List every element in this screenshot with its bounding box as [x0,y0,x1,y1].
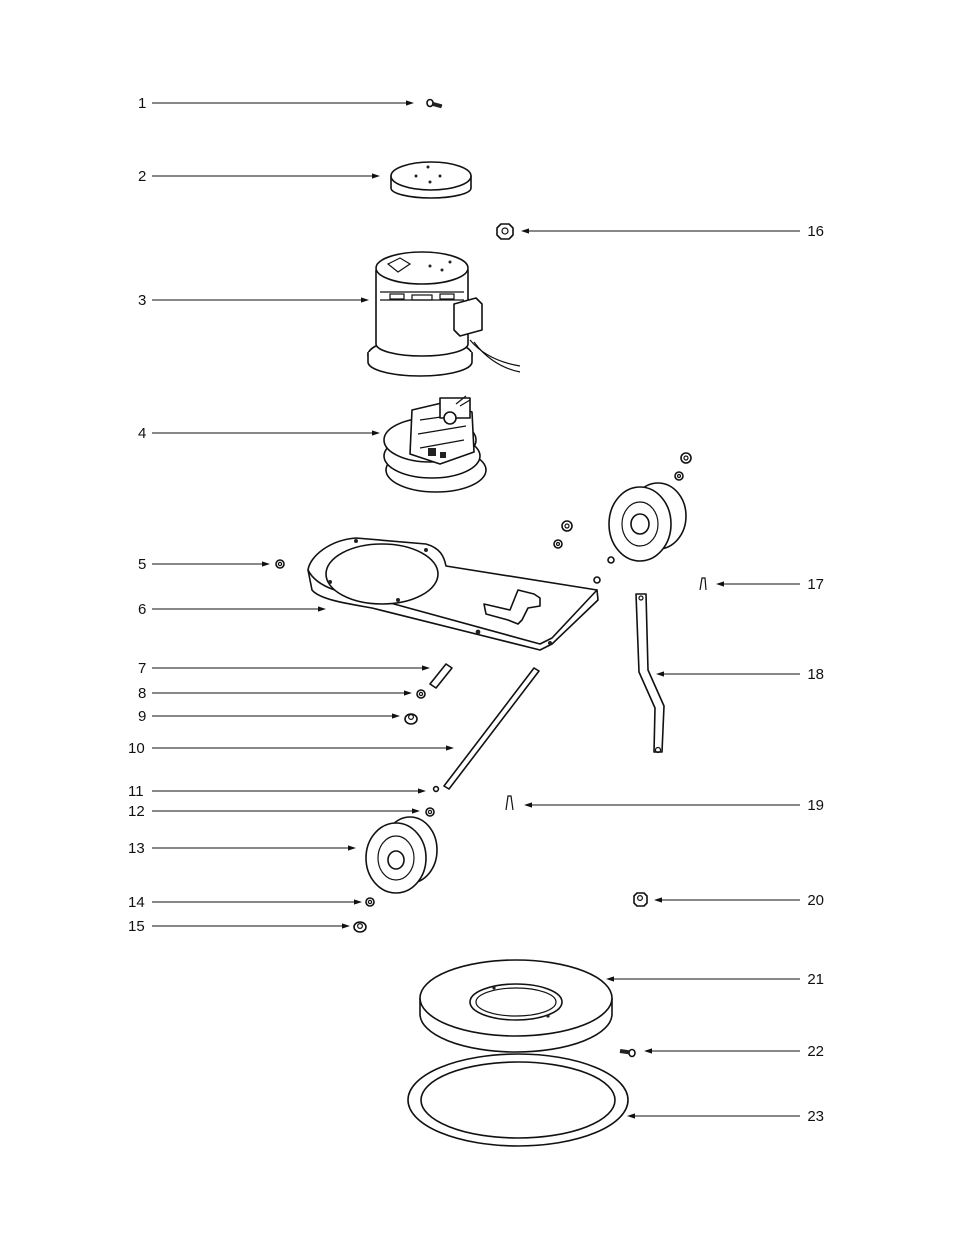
callout-label-17: 17 [807,576,824,593]
part-3-motor-housing [368,252,520,376]
callout-label-20: 20 [807,892,824,909]
leader-arrowhead-10 [446,745,454,750]
callout-label-3: 3 [138,292,146,309]
leader-arrowhead-20 [654,897,662,902]
leader-arrowhead-21 [606,976,614,981]
leader-arrowhead-23 [627,1113,635,1118]
leader-arrowhead-22 [644,1048,652,1053]
callout-label-10: 10 [128,740,145,757]
leader-arrowhead-19 [524,802,532,807]
callout-5: 5 [138,556,270,573]
callout-23: 23 [627,1108,824,1125]
part-21-ring-housing [420,960,612,1052]
callout-label-19: 19 [807,797,824,814]
callout-20: 20 [654,892,824,909]
part-1-screw [427,100,442,109]
upper-pulley-assembly [554,453,691,583]
leader-arrowhead-5 [262,561,270,566]
leader-arrowhead-14 [354,899,362,904]
part-14-washer [366,898,374,906]
callout-16: 16 [521,223,824,240]
callout-label-21: 21 [807,971,824,988]
callout-15: 15 [128,918,350,935]
part-7-pin [430,664,452,688]
callout-12: 12 [128,803,420,820]
leader-arrowhead-4 [372,430,380,435]
part-10-shaft [444,668,539,789]
callout-1: 1 [138,95,414,112]
leader-arrowhead-12 [412,808,420,813]
callout-label-12: 12 [128,803,145,820]
part-6-base-plate [308,538,598,650]
part-12-washer [426,808,434,816]
callout-10: 10 [128,740,454,757]
part-11-washer [434,787,439,792]
callout-8: 8 [138,685,412,702]
callout-label-5: 5 [138,556,146,573]
callout-label-16: 16 [807,223,824,240]
callout-label-7: 7 [138,660,146,677]
callout-11: 11 [128,783,426,800]
callout-9: 9 [138,708,400,725]
callout-18: 18 [656,666,824,683]
leader-arrowhead-9 [392,713,400,718]
part-17-cotter-pin [700,578,706,590]
callout-22: 22 [644,1043,824,1060]
leader-arrowhead-7 [422,665,430,670]
callout-7: 7 [138,660,430,677]
callout-6: 6 [138,601,326,618]
callout-label-9: 9 [138,708,146,725]
part-15-nut [354,922,366,932]
callout-label-13: 13 [128,840,145,857]
callout-21: 21 [606,971,824,988]
callout-3: 3 [138,292,369,309]
callout-label-14: 14 [128,894,145,911]
callout-label-6: 6 [138,601,146,618]
part-5-washer [276,560,284,568]
callout-14: 14 [128,894,362,911]
leader-arrowhead-2 [372,173,380,178]
part-2-cap [391,162,471,198]
leader-arrowhead-11 [418,788,426,793]
callout-label-1: 1 [138,95,146,112]
callout-label-11: 11 [128,783,144,800]
part-19-cotter-pin [506,796,513,810]
leader-arrowhead-13 [348,845,356,850]
part-8-washer [417,690,425,698]
leader-arrowhead-18 [656,671,664,676]
callout-13: 13 [128,840,356,857]
callout-label-18: 18 [807,666,824,683]
leader-arrowhead-16 [521,228,529,233]
part-13-pulley [366,817,437,893]
callout-label-8: 8 [138,685,146,702]
leader-arrowhead-3 [361,297,369,302]
leader-arrowhead-6 [318,606,326,611]
callout-label-4: 4 [138,425,146,442]
leader-arrowhead-1 [406,100,414,105]
leader-arrowhead-17 [716,581,724,586]
callout-2: 2 [138,168,380,185]
callout-label-15: 15 [128,918,145,935]
callout-17: 17 [716,576,824,593]
leader-arrowhead-8 [404,690,412,695]
part-22-screw [620,1049,635,1056]
leader-arrowhead-15 [342,923,350,928]
callout-label-22: 22 [807,1043,824,1060]
callout-label-23: 23 [807,1108,824,1125]
part-23-gasket-ring [408,1054,628,1146]
part-16-nut [497,224,513,239]
part-20-nut [634,893,647,906]
part-9-nut [405,714,417,724]
callout-label-2: 2 [138,168,146,185]
callout-19: 19 [524,797,824,814]
part-4-motor-assembly [384,396,486,492]
callout-4: 4 [138,425,380,442]
